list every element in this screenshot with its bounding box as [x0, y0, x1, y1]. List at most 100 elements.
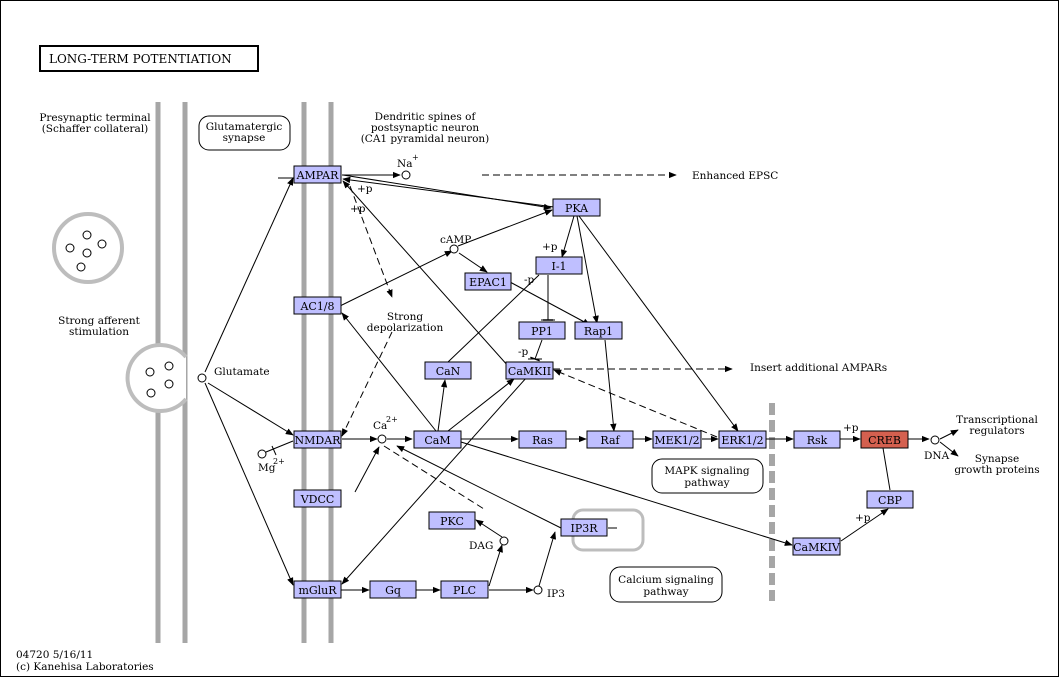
- label-presynaptic: Presynaptic terminal: [39, 112, 151, 124]
- gene-epac1[interactable]: EPAC1: [464, 272, 512, 291]
- gene-can[interactable]: CaN: [424, 361, 472, 380]
- gene-pkc[interactable]: PKC: [428, 511, 476, 530]
- edge-camp-epac1: [458, 252, 488, 273]
- vesicle-release: [125, 343, 188, 413]
- gene-raf[interactable]: Raf: [586, 430, 634, 449]
- label-strong-afferent: Strong afferent: [58, 315, 141, 327]
- gene-nmdar[interactable]: NMDAR: [293, 430, 342, 449]
- gene-pp1[interactable]: PP1: [518, 321, 566, 340]
- svg-text:synapse: synapse: [223, 132, 266, 144]
- svg-text:Glutamatergic: Glutamatergic: [206, 121, 283, 133]
- edge-can-i1: [447, 274, 540, 363]
- edge-pka-i1: [560, 215, 575, 258]
- svg-text:CaMKIV: CaMKIV: [793, 541, 841, 554]
- svg-text:MEK1/2: MEK1/2: [654, 434, 699, 447]
- gene-creb[interactable]: CREB: [860, 430, 909, 449]
- label-glutamate: Glutamate: [214, 366, 270, 378]
- edge-depol-nmdar: [341, 331, 393, 437]
- label-na-charge: +: [412, 153, 419, 162]
- gene-ampar[interactable]: AMPAR: [293, 165, 342, 184]
- compound-ca: [377, 434, 387, 444]
- svg-text:ERK1/2: ERK1/2: [721, 434, 763, 447]
- label-presynaptic-sub: (Schaffer collateral): [42, 123, 149, 135]
- label-transcriptional-2: regulators: [969, 425, 1024, 437]
- compound-camp: [449, 244, 459, 254]
- gene-camkiv[interactable]: CaMKIV: [792, 537, 841, 556]
- page-title: LONG-TERM POTENTIATION: [49, 52, 232, 66]
- edge-epac1-rap1: [509, 281, 591, 326]
- edge-cam-can: [437, 379, 448, 432]
- label-insert-ampars: Insert additional AMPARs: [750, 362, 887, 374]
- edge-cam-camkii: [447, 378, 515, 432]
- svg-text:CREB: CREB: [868, 434, 901, 447]
- svg-text:I-1: I-1: [551, 260, 566, 273]
- label-minus-p-1: -p: [524, 274, 535, 286]
- edge-ac-camp: [334, 250, 453, 312]
- svg-text:CaN: CaN: [436, 365, 461, 378]
- label-plus-p-2: +p: [350, 203, 366, 215]
- edges: [204, 171, 959, 594]
- gene-erk12[interactable]: ERK1/2: [718, 430, 767, 449]
- gene-cbp[interactable]: CBP: [866, 490, 914, 509]
- gene-mek12[interactable]: MEK1/2: [652, 430, 702, 449]
- edge-camkii-mglur: [341, 376, 528, 585]
- gene-mglur[interactable]: mGluR: [293, 580, 342, 599]
- label-plus-p-3: +p: [542, 241, 558, 253]
- label-ca-charge: 2+: [386, 415, 398, 424]
- edge-camp-pka: [457, 209, 553, 247]
- label-plus-p-1: +p: [357, 183, 373, 195]
- footer-id-date: 04720 5/16/11: [16, 649, 93, 661]
- label-camp: cAMP: [440, 234, 471, 246]
- edge-dag-pkc: [475, 519, 503, 538]
- vesicle-idle: [52, 212, 124, 284]
- svg-text:CaM: CaM: [424, 434, 450, 447]
- compound-glutamate: [197, 373, 207, 383]
- edge-creb-cbp: [882, 447, 891, 491]
- gene-nodes: AMPAR AC1/8 NMDAR VDCC mGluR Gq PLC PKC …: [293, 165, 914, 599]
- gene-pka[interactable]: PKA: [552, 198, 601, 217]
- edge-ampar-depol: [349, 185, 393, 298]
- gene-camkii[interactable]: CaMKII: [505, 361, 554, 380]
- svg-text:PKA: PKA: [565, 202, 589, 215]
- edge-dna-transcriptional: [939, 429, 959, 440]
- label-ca: Ca: [373, 420, 387, 432]
- edge-cam-camkiv: [460, 441, 793, 546]
- svg-text:NMDAR: NMDAR: [295, 434, 342, 447]
- svg-text:PP1: PP1: [531, 325, 553, 338]
- gene-rsk[interactable]: Rsk: [793, 430, 841, 449]
- pathway-link-calcium[interactable]: Calcium signaling pathway: [609, 566, 723, 603]
- svg-text:EPAC1: EPAC1: [469, 276, 507, 289]
- gene-ac18[interactable]: AC1/8: [293, 296, 342, 315]
- gene-gq[interactable]: Gq: [369, 580, 417, 599]
- svg-text:Ras: Ras: [532, 434, 553, 447]
- annotation-labels: Presynaptic terminal (Schaffer collatera…: [16, 111, 1040, 673]
- gene-plc[interactable]: PLC: [440, 580, 489, 599]
- label-plus-p-4: +p: [843, 422, 859, 434]
- svg-text:PLC: PLC: [453, 584, 476, 597]
- gene-ip3r[interactable]: IP3R: [560, 518, 608, 537]
- svg-text:VDCC: VDCC: [300, 493, 335, 506]
- edge-ip3-ip3r: [538, 531, 557, 587]
- edge-glutamate-nmdar: [207, 382, 294, 436]
- svg-text:pathway: pathway: [643, 586, 688, 598]
- gene-i1[interactable]: I-1: [535, 256, 583, 275]
- svg-text:PKC: PKC: [440, 515, 464, 528]
- inhibition-marks: [528, 319, 555, 360]
- gene-rap1[interactable]: Rap1: [574, 321, 623, 340]
- edge-mg-nmdar: [265, 440, 294, 453]
- edge-cam-ac: [341, 312, 437, 432]
- gene-vdcc[interactable]: VDCC: [293, 489, 342, 508]
- label-strong-depol-2: depolarization: [367, 322, 444, 334]
- label-dendritic-3: (CA1 pyramidal neuron): [361, 133, 490, 145]
- svg-text:AMPAR: AMPAR: [296, 169, 340, 182]
- gene-ras[interactable]: Ras: [518, 430, 567, 449]
- label-ip3: IP3: [547, 588, 565, 600]
- edge-ip3r-ca: [396, 445, 562, 529]
- compound-ip3: [533, 585, 543, 595]
- label-enhanced-epsc: Enhanced EPSC: [692, 170, 778, 182]
- label-mg-charge: 2+: [273, 457, 285, 466]
- gene-cam[interactable]: CaM: [413, 430, 462, 449]
- svg-text:IP3R: IP3R: [570, 522, 598, 535]
- edge-rap1-raf: [604, 339, 617, 432]
- pathway-link-mapk[interactable]: MAPK signaling pathway: [651, 458, 764, 494]
